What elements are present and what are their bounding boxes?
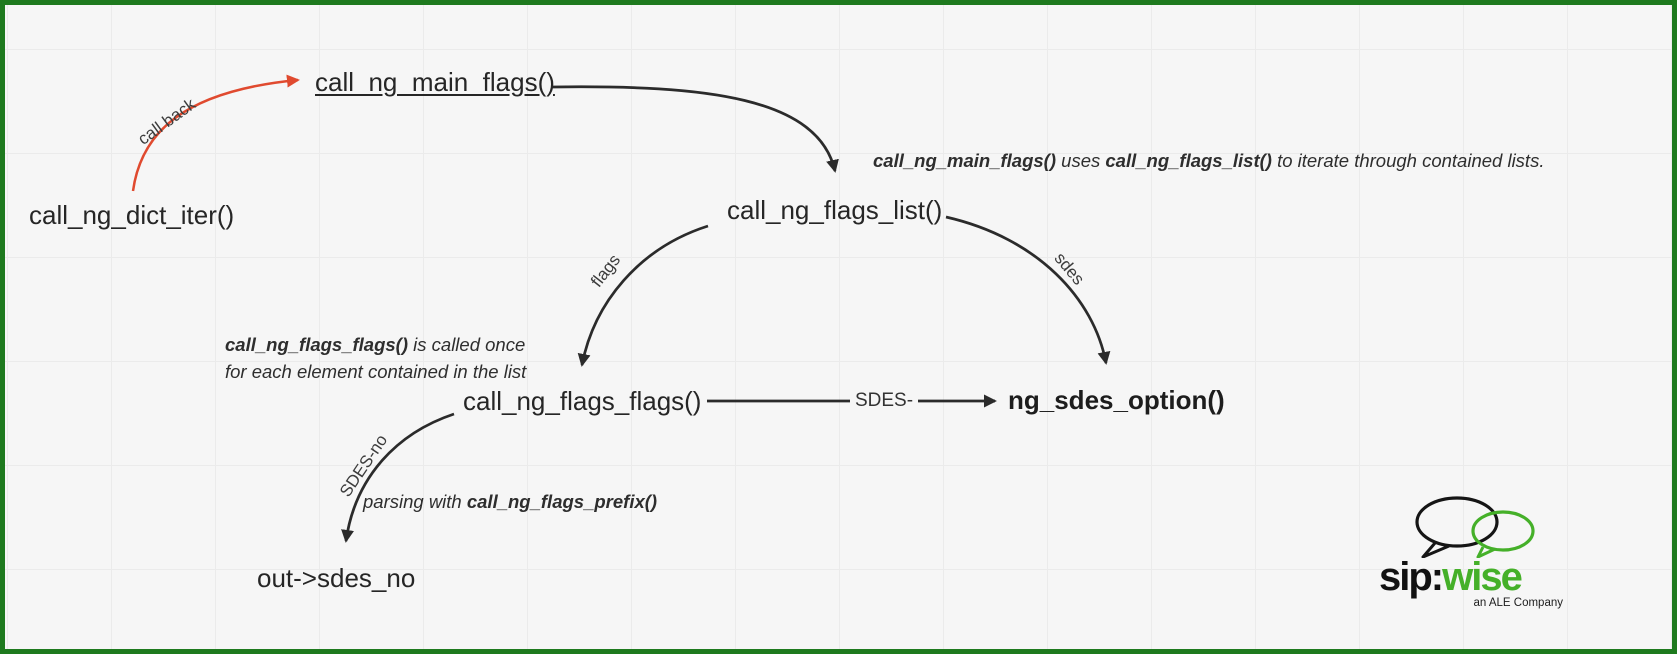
node-ng-sdes-option: ng_sdes_option() — [1008, 385, 1225, 415]
node-call-ng-flags-flags: call_ng_flags_flags() — [463, 386, 702, 416]
logo-wise-text: wise — [1442, 555, 1523, 599]
note-main-flags: call_ng_main_flags() uses call_ng_flags_… — [873, 147, 1544, 174]
edge-mainflags-to-flagslist-arrow — [552, 85, 839, 173]
node-out-sdes-no: out->sdes_no — [257, 563, 416, 593]
note-main-flags-func1: call_ng_main_flags() — [873, 150, 1057, 171]
edge-label-flags: flags — [587, 250, 625, 291]
note-flags-flags-line1: call_ng_flags_flags() is called once — [225, 331, 526, 358]
edge-sdes-arrow — [945, 215, 1111, 365]
speech-bubble-green-tail-icon — [1476, 546, 1496, 559]
note-main-flags-mid: uses — [1056, 150, 1106, 171]
note-main-flags-func2: call_ng_flags_list() — [1105, 150, 1272, 171]
note-main-flags-tail: to iterate through contained lists. — [1271, 150, 1545, 171]
node-call-ng-dict-iter: call_ng_dict_iter() — [29, 200, 235, 230]
speech-bubble-green-icon — [1471, 510, 1535, 552]
note-prefix-func: call_ng_flags_prefix() — [466, 491, 658, 512]
edge-label-sdes-dash: SDES- — [850, 390, 918, 412]
note-flags-flags-tail: is called once — [408, 334, 526, 355]
edge-label-call-back: call back — [134, 94, 200, 149]
note-prefix-head: parsing with — [363, 491, 467, 512]
node-call-ng-main-flags: call_ng_main_flags() — [315, 67, 555, 97]
edge-flags-arrow — [577, 224, 709, 367]
note-flags-flags-func: call_ng_flags_flags() — [225, 334, 409, 355]
sipwise-logo-text: sip:wise — [1379, 557, 1565, 597]
logo-sip-text: sip: — [1379, 555, 1444, 599]
note-flags-flags-line2: for each element contained in the list — [225, 361, 527, 382]
speech-bubble-black-icon — [1415, 496, 1499, 548]
edge-label-sdes: sdes — [1050, 248, 1089, 289]
logo-tagline: an ALE Company — [1473, 597, 1563, 609]
node-call-ng-flags-list: call_ng_flags_list() — [727, 195, 943, 225]
note-prefix: parsing with call_ng_flags_prefix() — [363, 488, 657, 515]
note-flags-flags: call_ng_flags_flags() is called once for … — [225, 331, 526, 385]
sipwise-logo: sip:wise an ALE Company — [1379, 494, 1565, 609]
speech-bubble-black-tail-icon — [1421, 542, 1450, 559]
sipwise-logo-bubbles-icon — [1415, 496, 1535, 559]
